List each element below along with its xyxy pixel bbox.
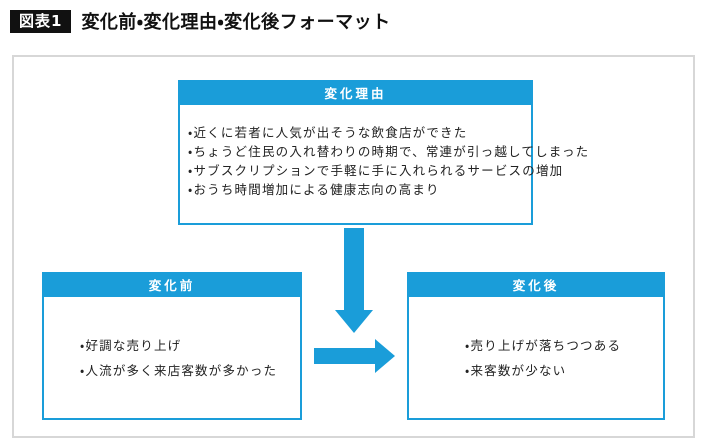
reason-box: 変化理由 ・近くに若者に人気が出そうな飲食店ができた ・ちょうど住民の入れ替わり… — [178, 80, 590, 225]
reason-box-bullet-list: ・近くに若者に人気が出そうな飲食店ができた ・ちょうど住民の入れ替わりの時期で、… — [180, 105, 590, 223]
bullet-item: ・おうち時間増加による健康志向の高まり — [188, 182, 440, 197]
diagram-frame: 変化理由 ・近くに若者に人気が出そうな飲食店ができた ・ちょうど住民の入れ替わり… — [12, 55, 695, 438]
after-box-bullet-list: ・売り上げが落ちつつある ・来客数が少ない — [409, 297, 663, 418]
down-arrow-shaft — [344, 228, 364, 310]
bullet-item: ・好調な売り上げ — [80, 337, 182, 353]
bullet-item: ・ちょうど住民の入れ替わりの時期で、常連が引っ越してしまった — [188, 144, 590, 159]
right-arrow-icon — [314, 339, 395, 373]
after-box-header: 変化後 — [409, 274, 663, 297]
after-box: 変化後 ・売り上げが落ちつつある ・来客数が少ない — [407, 272, 665, 420]
bullet-item: ・売り上げが落ちつつある — [465, 337, 622, 353]
before-box-header: 変化前 — [44, 274, 300, 297]
figure-tag: 図表1 — [10, 9, 72, 33]
bullet-item: ・来客数が少ない — [465, 362, 567, 378]
down-arrow-icon — [335, 228, 373, 333]
down-arrow-head — [335, 310, 373, 333]
bullet-item: ・人流が多く来店客数が多かった — [80, 362, 278, 378]
reason-box-header: 変化理由 — [180, 82, 531, 105]
before-box-bullet-list: ・好調な売り上げ ・人流が多く来店客数が多かった — [44, 297, 300, 418]
right-arrow-shaft — [314, 348, 375, 364]
bullet-item: ・サブスクリプションで手軽に手に入れられるサービスの増加 — [188, 163, 564, 178]
before-box: 変化前 ・好調な売り上げ ・人流が多く来店客数が多かった — [42, 272, 302, 420]
right-arrow-head — [375, 339, 395, 373]
figure-header: 図表1 変化前・変化理由・変化後フォーマット — [10, 8, 391, 34]
bullet-item: ・近くに若者に人気が出そうな飲食店ができた — [188, 125, 468, 140]
page-title: 変化前・変化理由・変化後フォーマット — [81, 12, 391, 33]
